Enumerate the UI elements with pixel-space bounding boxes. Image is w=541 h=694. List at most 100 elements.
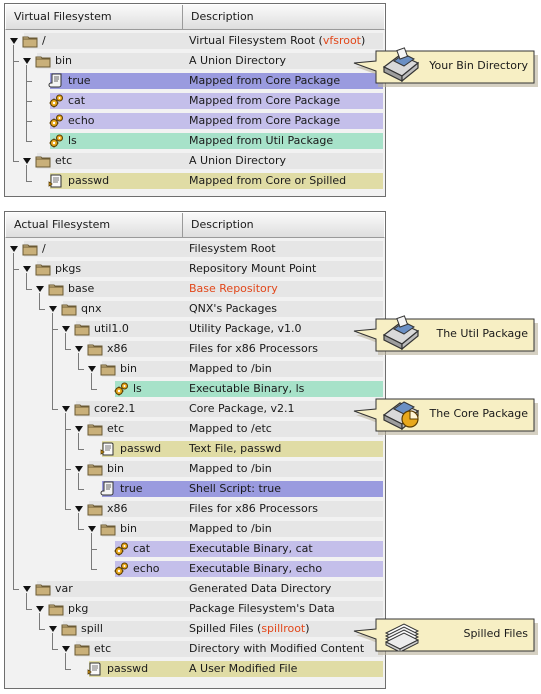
gear-icon <box>113 541 129 557</box>
gear-icon <box>48 93 64 109</box>
callout-label: Spilled Files <box>463 627 528 640</box>
row-description: Mapped from Core or Spilled <box>189 174 347 187</box>
script-icon <box>100 481 116 497</box>
expand-triangle-icon[interactable] <box>49 626 57 632</box>
row-name: / <box>42 242 46 255</box>
actual-header: Actual Filesystem Description <box>5 212 385 238</box>
row-description: A Union Directory <box>189 54 286 67</box>
row-name: bin <box>107 462 125 475</box>
tree-guide-line <box>26 289 32 290</box>
expand-triangle-icon[interactable] <box>36 606 44 612</box>
expand-triangle-icon[interactable] <box>88 366 96 372</box>
row-highlight-bar <box>89 341 383 357</box>
row-description: A User Modified File <box>189 662 298 675</box>
tree-guide-line <box>78 529 84 530</box>
expand-triangle-icon[interactable] <box>62 326 70 332</box>
row-description: Mapped from Util Package <box>189 134 334 147</box>
row-name: passwd <box>107 662 149 675</box>
expand-triangle-icon[interactable] <box>36 286 44 292</box>
column-header-description[interactable]: Description <box>191 218 254 231</box>
tree-guide-line <box>26 121 32 122</box>
expand-triangle-icon[interactable] <box>23 58 31 64</box>
expand-triangle-icon[interactable] <box>10 246 18 252</box>
paper-stack-icon <box>380 613 422 653</box>
row-description: Files for x86 Processors <box>189 342 318 355</box>
expand-triangle-icon[interactable] <box>10 38 18 44</box>
script-icon <box>48 73 64 89</box>
expand-triangle-icon[interactable] <box>75 426 83 432</box>
tree-guide-line <box>26 81 32 82</box>
tree-row[interactable]: ls Mapped from Util Package <box>5 131 385 151</box>
tree-guide-line <box>65 349 71 350</box>
row-description: Mapped from Core Package <box>189 114 341 127</box>
row-description: Package Filesystem's Data <box>189 602 335 615</box>
expand-triangle-icon[interactable] <box>62 406 70 412</box>
column-header-description[interactable]: Description <box>191 10 254 23</box>
expand-triangle-icon[interactable] <box>75 346 83 352</box>
row-highlight-bar <box>102 361 383 377</box>
row-highlight-bar <box>89 461 383 477</box>
expand-triangle-icon[interactable] <box>75 466 83 472</box>
expand-triangle-icon[interactable] <box>23 586 31 592</box>
tree-row[interactable]: /Virtual Filesystem Root (vfsroot) <box>5 31 385 51</box>
expand-triangle-icon[interactable] <box>75 506 83 512</box>
tree-guide-line <box>39 629 45 630</box>
row-description: Virtual Filesystem Root (vfsroot) <box>189 34 366 47</box>
folder-icon <box>87 421 103 437</box>
expand-triangle-icon[interactable] <box>88 526 96 532</box>
expand-triangle-icon[interactable] <box>23 158 31 164</box>
tree-guide-line <box>65 413 66 509</box>
column-header-virtual-filesystem[interactable]: Virtual Filesystem <box>6 5 183 29</box>
tree-guide-line <box>39 613 40 629</box>
row-highlight-bar <box>63 621 383 637</box>
tree-guide-line <box>13 253 14 589</box>
tree-row[interactable]: /Filesystem Root <box>5 239 385 259</box>
expand-triangle-icon[interactable] <box>23 266 31 272</box>
text-file-icon <box>48 173 64 189</box>
expand-triangle-icon[interactable] <box>49 306 57 312</box>
column-header-actual-filesystem[interactable]: Actual Filesystem <box>6 213 183 237</box>
folder-icon <box>35 53 51 69</box>
row-name: ls <box>68 134 77 147</box>
disk-drive-icon <box>380 45 422 83</box>
folder-icon <box>35 261 51 277</box>
row-description: Text File, passwd <box>189 442 282 455</box>
folder-icon <box>22 241 38 257</box>
folder-icon <box>48 601 64 617</box>
gear-icon <box>48 133 64 149</box>
tree-guide-line <box>26 101 32 102</box>
tree-guide-line <box>91 533 92 569</box>
row-highlight-bar <box>102 481 383 497</box>
tree-guide-line <box>52 633 53 649</box>
row-description: Repository Mount Point <box>189 262 317 275</box>
expand-triangle-icon[interactable] <box>62 646 70 652</box>
tree-row[interactable]: passwd A User Modified File <box>5 659 385 679</box>
tree-guide-line <box>26 165 27 181</box>
